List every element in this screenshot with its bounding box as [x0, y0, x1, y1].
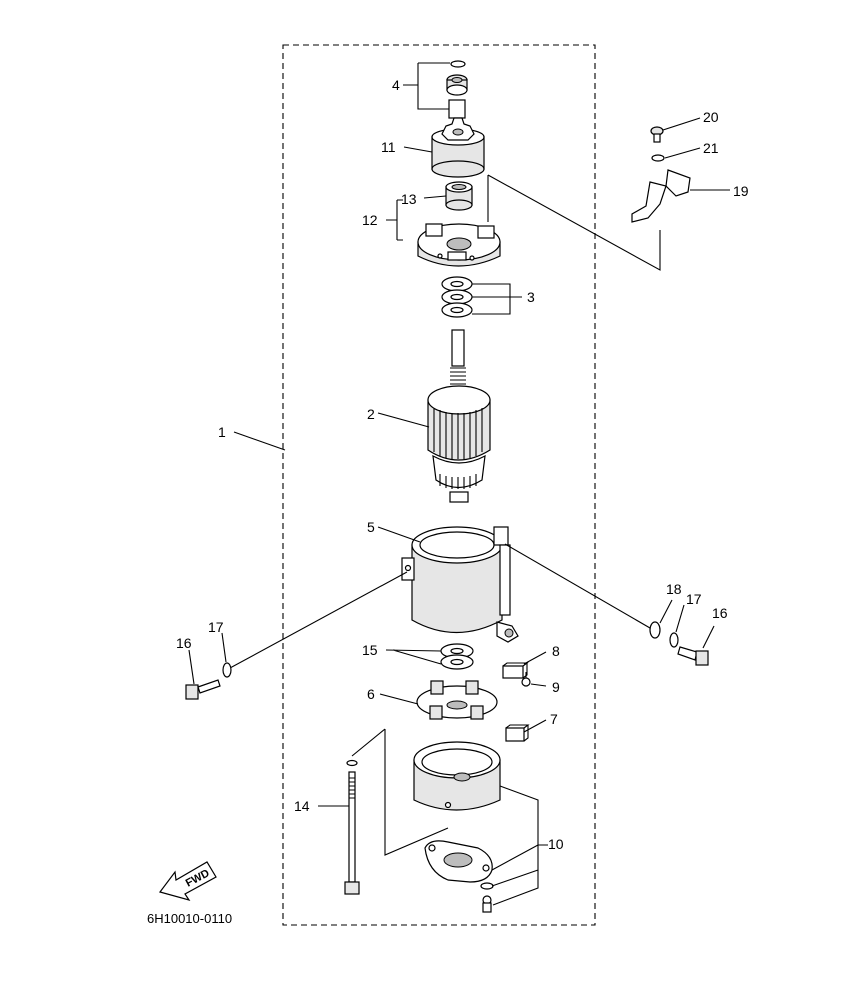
callout-16-left: 16: [176, 635, 192, 651]
part-18-washer-right: [649, 621, 661, 639]
callout-20: 20: [703, 109, 719, 125]
part-15-washers: [440, 643, 474, 670]
part-14-through-bolt: [344, 759, 360, 895]
callout-2: 2: [367, 406, 375, 422]
callout-17-right: 17: [686, 591, 702, 607]
callout-4: 4: [392, 77, 400, 93]
callout-11: 11: [381, 139, 396, 155]
part-9-nut: [521, 672, 531, 687]
part-17-washer-left: [222, 662, 232, 678]
assembly-boundary: [282, 44, 596, 926]
part-6-brush-holder: [416, 680, 498, 720]
part-19-bracket: [631, 169, 691, 223]
part-11-pinion-gear: [431, 117, 485, 178]
callout-1: 1: [218, 424, 226, 440]
part-7-brush: [505, 724, 530, 742]
callout-9: 9: [552, 679, 560, 695]
callout-16-right: 16: [712, 605, 728, 621]
part-3-thrust-washers: [441, 276, 473, 318]
callout-14: 14: [294, 798, 310, 814]
part-12-front-bracket: [417, 223, 501, 267]
callout-5: 5: [367, 519, 375, 535]
callout-21: 21: [703, 140, 719, 156]
rear-bracket: [413, 741, 501, 811]
part-4-pinion-stopper-set: [446, 60, 468, 119]
callout-12: 12: [362, 212, 378, 228]
part-10-rear-cover-plate: [424, 840, 494, 913]
callout-18: 18: [666, 581, 682, 597]
callout-3: 3: [527, 289, 535, 305]
callout-17-left: 17: [208, 619, 224, 635]
part-2-armature: [427, 329, 491, 503]
part-5-yoke: [401, 526, 519, 643]
part-17-washer-right: [669, 632, 679, 648]
part-16-bolt-right: [677, 646, 709, 666]
callout-7: 7: [550, 711, 558, 727]
part-16-bolt-left: [185, 679, 221, 700]
part-13-bushing: [445, 181, 473, 211]
callout-13: 13: [401, 191, 417, 207]
callout-10: 10: [548, 836, 564, 852]
callout-6: 6: [367, 686, 375, 702]
callout-8: 8: [552, 643, 560, 659]
part-8-brush: [502, 662, 529, 679]
diagram-code: 6H10010-0110: [147, 911, 232, 926]
part-21-washer: [651, 154, 665, 162]
part-20-screw: [650, 126, 664, 143]
forward-direction-arrow: FWD: [158, 861, 217, 902]
callout-15: 15: [362, 642, 378, 658]
callout-19: 19: [733, 183, 749, 199]
